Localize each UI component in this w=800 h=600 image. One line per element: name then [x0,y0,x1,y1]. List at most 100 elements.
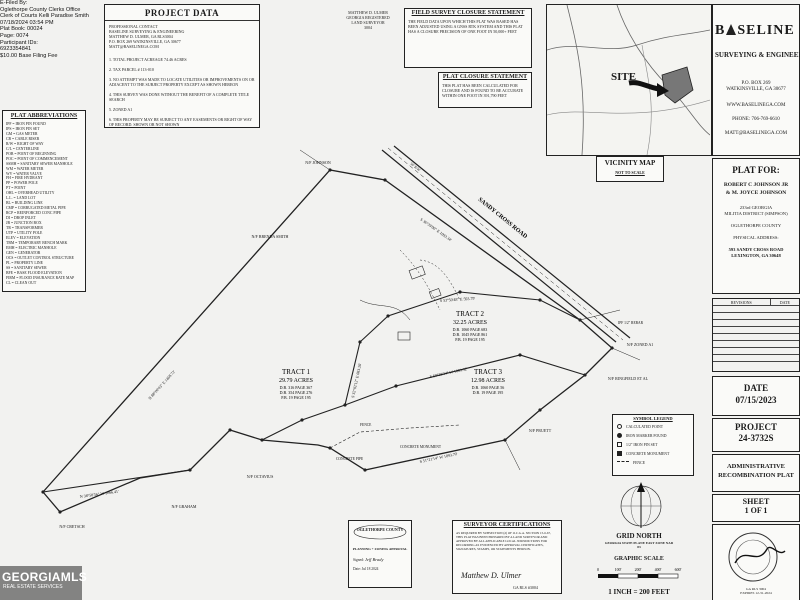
owner-name-2: & M. JOYCE JOHNSON [725,190,787,196]
tract2-ref1: D.B. 1060 PAGE 683 [453,327,488,332]
adjoiner-label: N/F OCTAVIUS [247,474,274,479]
iron-pin-marker [363,468,367,472]
road-edge [381,149,617,343]
abbreviation-row: PP = POWER POLE [6,181,38,186]
abbreviation-row: POB = POINT OF BEGINNING [6,151,57,156]
company-phone: PHONE: 706-769-6610 [732,117,780,122]
adjoiner-label: N/F CRETSCH [59,524,84,529]
abbreviation-row: IPF = IRON PIN FOUND [6,122,46,126]
scale-tick: 100' [615,567,622,572]
tract-line [344,291,581,406]
company-web: WWW.BASELINEGA.COM [726,103,786,108]
tract2-ref3: P.B. 19 PAGE 195 [455,337,485,342]
abbreviation-row: OHL = OVERHEAD UTILITY [6,191,55,196]
plat-closure-box: PLAT CLOSURE STATEMENT THIS PLAT HAS BEE… [438,72,532,108]
surveyor-seal-icon [728,532,786,582]
date-value: 07/15/2023 [735,395,777,405]
abbreviation-row: TR = TRANSFORMER [6,226,43,231]
tract1-ref3: P.B. 19 PAGE 195 [281,395,311,400]
district-1: 233rd GEORGIA [739,205,773,210]
seal-expiry: EXPIRES 12-31-2024 [740,591,772,595]
iron-pin-marker [58,510,62,514]
seal-line: 3004 [364,25,372,30]
iron-pin-marker [538,408,542,412]
sheet-box: SHEET 1 OF 1 [712,494,800,522]
iron-pin-marker [610,346,614,350]
abbreviation-row: OCS = OUTLET CONTROL STRUCTURE [6,255,74,260]
bearing-label: S 53°50'48" E 593.79' [440,296,476,303]
planning-title: OGLETHORPE COUNTY [356,527,404,532]
road-centerline [387,147,624,341]
project-data-note: 2. TAX PARCEL # 113-010 [109,67,154,72]
tract3-ref1: D.B. 1060 PAGE 56 [472,385,505,390]
planning-subtitle: PLANNING + ZONING APPROVAL [352,547,408,551]
cert-signature: Matthew D. Ulmer [461,571,522,580]
bearing-label: N 88°00'03" E 1468.72' [147,369,176,401]
county: OGLETHORPE COUNTY [730,223,782,228]
scale-title: GRAPHIC SCALE [614,556,664,562]
tract1-name: TRACT 1 [282,368,311,376]
project-data-title: PROJECT DATA [144,8,220,18]
concrete-monument-icon [617,451,622,456]
iron-pin-marker [41,490,45,494]
project-data-note: 6. THIS PROPERTY MAY BE SUBJECT TO ANY E… [109,117,253,127]
abbreviation-row: CB = CABLE RISER [6,136,40,141]
abbreviation-row: PL = PROPERTY LINE [6,260,43,265]
iron-pin-marker [578,318,582,322]
outer-boundary [42,169,613,513]
county-seal-icon [353,524,407,540]
tract1-ref2: D.B. 354 PAGE 276 [280,390,313,395]
filing-line: Plat Book: 00024 [0,26,43,33]
project-data-line: PROFESSIONAL CONTACT [109,24,158,29]
project-data-box: PROJECT DATA PROFESSIONAL CONTACT BASELI… [104,4,260,128]
abbreviations-title: PLAT ABBREVIATIONS [10,113,78,119]
tract3-name: TRACT 3 [474,368,503,376]
company-sub: SURVEYING & ENGINEERING, INC [715,51,800,59]
plat-for-title: PLAT FOR: [732,165,780,175]
abbreviation-row: IPS = IRON PIN SET [6,126,40,131]
abbreviation-row: WM = WATER METER [6,166,44,171]
project-data-line: MATTHEW D. ULMER, GA RLS3004 [109,34,173,39]
adjoiner-label: N/F ZONED A1 [627,342,653,347]
filing-line: E-Filed By: [0,0,28,6]
seal-box: GA RLS 3004 EXPIRES 12-31-2024 [712,524,800,600]
abbreviation-row: BFE = BASE FLOOD ELEVATION [6,270,62,275]
iron-pin-marker [503,438,507,442]
tract2-acres: 32.25 ACRES [453,320,487,326]
legend-item: CONCRETE MONUMENT [617,450,689,459]
company-address1: P.O. BOX 269 [741,81,771,86]
abbreviation-row: POC = POINT OF COMMENCEMENT [6,156,68,161]
project-data-line: MATT@BASELINEGA.COM [109,44,159,49]
field-closure-title: FIELD SURVEY CLOSURE STATEMENT [411,10,525,16]
misc-label: FENCE [360,423,372,427]
abbreviation-row: WV = WATER VALVE [6,171,42,176]
abbreviation-row: CL = CLEAN OUT [6,280,37,285]
revisions-date-header: DATE [779,300,790,305]
owner-name-1: ROBERT C JOHNSON JR [723,182,789,188]
district-2: MILITIA DISTRICT (SIMPSON) [724,211,788,216]
filing-line: Clerk of Courts Kelli Paradise Smith [0,13,89,20]
iron-pin-marker [343,403,347,407]
abbreviation-row: BL = BUILDING LINE [6,201,43,206]
scale-tick: 200' [635,567,642,572]
plat-for-box: PLAT FOR: ROBERT C JOHNSON JR & M. JOYCE… [712,158,800,294]
project-data-note: 4. THIS SURVEY WAS DONE WITHOUT THE BENE… [109,92,250,102]
calculated-point-icon [617,424,622,429]
iron-pin-marker [518,353,522,357]
plat-type-box: ADMINISTRATIVE RECOMBINATION PLAT [712,454,800,492]
date-box: DATE 07/15/2023 [712,376,800,416]
bearing-label: S 36°39'00" E 1093.34' [419,217,453,243]
iron-pin-marker [188,468,192,472]
scale-tick: 400' [655,567,662,572]
bearing-label: S 60°28'34" W 1069.32' [429,366,468,379]
symbol-legend: SYMBOL LEGEND CALCULATED POINT IRON MARK… [612,414,694,476]
misc-label: CONCRETE PIPE [336,457,364,461]
company-email: MATT@BASELINEGA.COM [724,131,788,136]
legend-item: CALCULATED POINT [617,423,689,432]
field-closure-text: THE FIELD DATA UPON WHICH THIS PLAT WAS … [408,19,523,34]
iron-pin-marker [228,428,232,432]
scale-tick: 600' [675,567,682,572]
project-data-line: BASELINE SURVEYING & ENGINEERING [109,29,185,34]
